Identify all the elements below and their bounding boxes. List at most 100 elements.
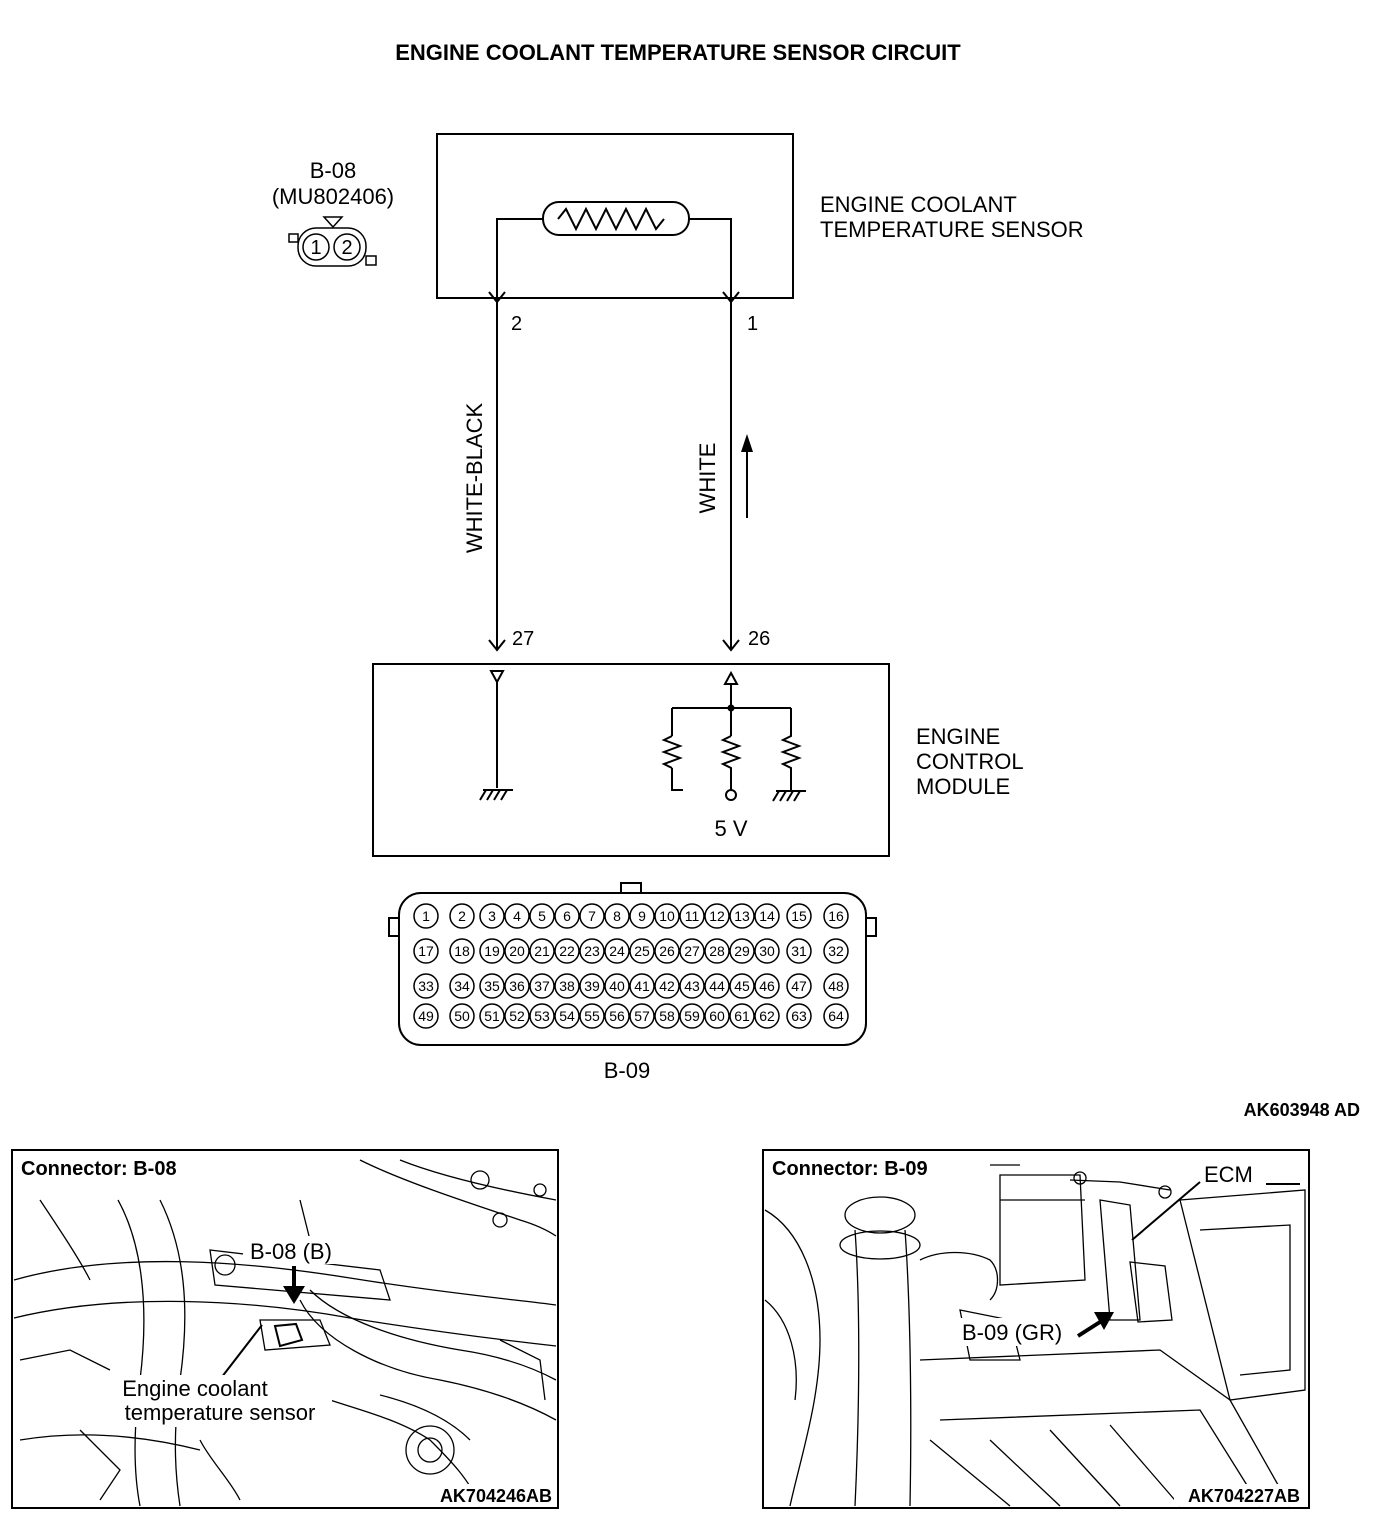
ecm-connector-pin [679,938,705,964]
connector-tab-left [288,233,299,243]
ecm-connector-pin-label: 35 [484,978,500,994]
ecm-pin-26-number: 26 [748,628,770,650]
ecm-connector-pin [729,973,755,999]
ecm-connector-pin [704,903,730,929]
ecm-connector-pin-label: 16 [828,908,844,924]
ecm-connector-pin [579,903,605,929]
photo-left-caption-line1: Engine coolant [122,1376,268,1401]
ecm-connector-pin-label: 60 [709,1008,725,1024]
ecm-connector-pin-label: 11 [685,908,700,924]
ecm-connector-pin [629,938,655,964]
ecm-connector-pin-label: 49 [418,1008,434,1024]
connector-pin-1-label: 1 [310,237,321,259]
photo-right-code: AK704227AB [1188,1486,1300,1506]
ecm-connector-pin [504,1003,530,1029]
ecm-connector-pin-label: 30 [759,943,775,959]
ecm-connector-tab-left [388,917,400,937]
sensor-inner-wire-left [496,218,543,308]
wire-right-color-label: WHITE [695,443,720,514]
ecm-connector-pin-label: 24 [609,943,625,959]
ecm-input-27-icon [489,670,505,685]
resistor-left-icon [661,708,683,791]
ecm-connector-pin [479,938,505,964]
ecm-connector-pin-label: 27 [684,943,700,959]
ecm-connector-pin [554,973,580,999]
ecm-connector-pin-label: 1 [422,908,430,924]
ecm-connector-pin [579,973,605,999]
ecm-connector-housing [398,892,867,1046]
ecm-connector-pin [449,903,475,929]
supply-voltage-label: 5 V [714,816,747,841]
ground-icon-left [479,789,513,801]
sensor-label-line2: TEMPERATURE SENSOR [820,217,1084,242]
photo-right-callout: B-09 (GR) [962,1320,1062,1345]
ecm-connector-pin [654,1003,680,1029]
photo-left-b08: Connector: B-08 B-08 (B) Engine coolant … [11,1149,559,1509]
ecm-connector-pin-label: 47 [791,978,807,994]
ecm-connector-pin [504,938,530,964]
ecm-connector-pin-label: 7 [588,908,596,924]
ecm-connector-pin-label: 56 [609,1008,625,1024]
ecm-connector-pin-label: 15 [791,908,807,924]
ecm-connector-pin [413,938,439,964]
ecm-connector-pin [704,1003,730,1029]
ecm-connector-pin-label: 51 [484,1008,500,1024]
ecm-connector-pin-label: 17 [418,943,434,959]
pin-26-terminal-icon [722,639,740,652]
ecm-connector-pin [579,938,605,964]
ecm-connector-pin-label: 62 [759,1008,775,1024]
resistor-right-icon [780,708,802,790]
ecm-connector-pin-label: 8 [613,908,621,924]
photo-right-heading: Connector: B-09 [772,1158,928,1180]
sensor-connector-part: (MU802406) [272,184,394,209]
ecm-leader-line [1131,1181,1300,1241]
ecm-connector-pin [479,1003,505,1029]
ecm-connector-pin [413,1003,439,1029]
ecm-connector-pin [654,903,680,929]
ecm-connector-pin [554,903,580,929]
photo-left-callout-bg [243,1236,347,1264]
ecm-connector-pin-label: 29 [734,943,750,959]
ecm-connector-pin [704,973,730,999]
ecm-connector-pin [786,973,812,999]
ecm-connector-pin-label: 52 [509,1008,525,1024]
sensor-inner-wire-right [689,218,732,308]
ecm-connector-pin-label: 9 [638,908,646,924]
photo-left-caption-line2: temperature sensor [125,1400,316,1425]
photo-left-heading-bg [14,1152,214,1182]
callout-arrow-icon [283,1286,305,1304]
callout-arrow-right-icon [1094,1312,1114,1330]
ecm-input-26-icon [723,670,739,685]
ecm-connector-key [620,882,642,894]
ecm-connector-pin-label: 26 [659,943,675,959]
photo-right-b09: Connector: B-09 ECM B-09 (GR) AK704227AB [762,1149,1310,1509]
photo-right-code-bg [1174,1484,1304,1506]
ecm-connector-tab-right [865,917,877,937]
ecm-connector-pin-label: 12 [709,908,725,924]
ecm-connector-pin-label: 53 [534,1008,550,1024]
ecm-connector-pin [823,1003,849,1029]
photo-right-ecm-bg [1198,1160,1264,1188]
ecm-connector-pin [449,938,475,964]
ecm-connector-pin-label: 2 [458,908,466,924]
ecm-block: 27 26 ENGINE CONTROL MODULE 5 V [372,628,1024,857]
ecm-connector-pin [604,1003,630,1029]
ecm-connector-pin-label: 14 [759,908,775,924]
photo-left-frame [11,1149,559,1509]
photo-left-code-bg [430,1484,556,1506]
ecm-connector-pin [729,938,755,964]
diagram-title: ENGINE COOLANT TEMPERATURE SENSOR CIRCUI… [395,40,961,65]
ecm-connector-pin-label: 3 [488,908,496,924]
photo-left-heading: Connector: B-08 [21,1158,177,1180]
ecm-connector-pin-label: 20 [509,943,525,959]
photo-left-code: AK704246AB [440,1486,552,1506]
connector-pin-2 [333,233,361,261]
ecm-connector-pin-label: 44 [709,978,725,994]
callout-arrow-right-line [1076,1320,1102,1338]
engine-bay-sketch-right [764,1164,1306,1507]
resistor-middle-icon [720,735,742,790]
thermistor-resistor-icon [557,206,665,232]
ecm-connector-pin-label: 5 [538,908,546,924]
sensor-block: ENGINE COOLANT TEMPERATURE SENSOR 2 1 [436,133,1084,335]
